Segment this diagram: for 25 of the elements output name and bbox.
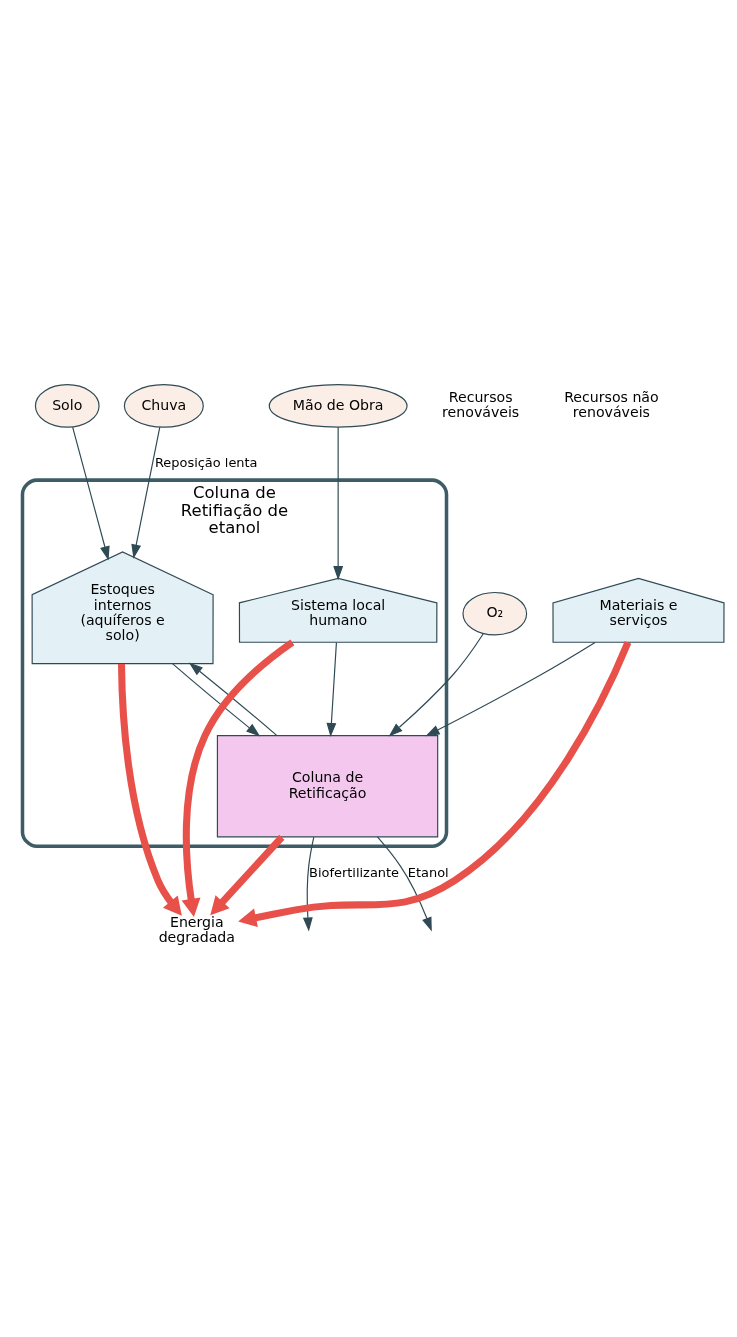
arrow: [302, 836, 315, 932]
arrow: [238, 641, 632, 928]
label: Recursos não renováveis: [564, 388, 659, 421]
edge-label: Reposição lenta: [154, 454, 258, 470]
node-box: Coluna de Retificação: [216, 735, 439, 838]
arrow: [210, 834, 285, 916]
arrow: [333, 426, 344, 581]
arrow: [171, 663, 261, 737]
arrow: [188, 662, 278, 736]
arrow: [131, 426, 161, 559]
arrow: [376, 836, 432, 932]
node-text: Energia degradada: [158, 914, 235, 946]
edge-label: Etanol: [407, 864, 449, 880]
arrow: [181, 639, 295, 917]
arrow: [326, 642, 337, 738]
arrow: [72, 426, 110, 561]
edge-label: Biofertilizante: [309, 864, 400, 880]
node-ellipse: Mão de Obra: [268, 384, 408, 428]
arrow: [117, 663, 182, 916]
node-ellipse: Chuva: [123, 384, 204, 428]
node-ellipse: O₂: [462, 591, 528, 636]
arrow: [388, 633, 484, 737]
node-ellipse: Solo: [34, 384, 100, 428]
label: Recursos renováveis: [442, 388, 520, 421]
arrow: [425, 641, 596, 737]
